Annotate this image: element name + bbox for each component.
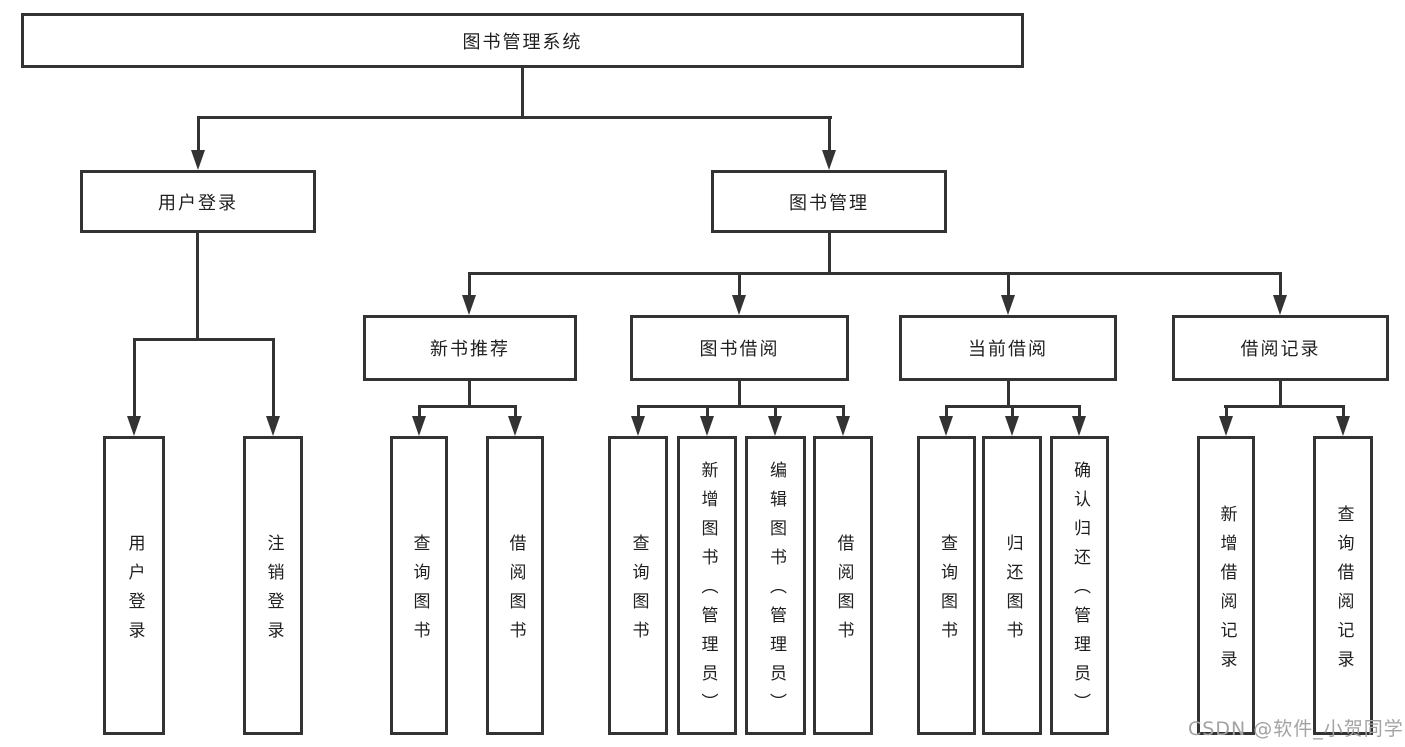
arrow-down-icon [266,416,280,436]
node-library-system-label: 图书管理系统 [462,31,583,53]
connector-arrow-shaft [636,405,640,418]
connector-hline [418,405,517,408]
connector-arrow-shaft [196,116,200,152]
arrow-down-icon [508,416,522,436]
node-book-borrowing-label: 图书借阅 [699,339,780,360]
csdn-watermark: CSDN @软件_小贺同学 [1188,718,1404,740]
connector-arrow-shaft [1006,272,1010,297]
connector-arrow-shaft [1224,405,1228,418]
arrow-down-icon [631,416,645,436]
leaf-add-borrow-record-label: 新增借阅记录 [1216,504,1237,679]
node-user-login: 用户登录 [80,170,316,233]
leaf-query-books-2-label: 查询图书 [628,533,649,650]
arrow-down-icon [1005,416,1019,436]
leaf-add-book-admin: 新增图书（管理员） [677,436,737,735]
leaf-user-login: 用户登录 [103,436,165,735]
leaf-query-books-1: 查询图书 [390,436,448,735]
arrow-down-icon [1072,416,1086,436]
arrow-down-icon [700,416,714,436]
arrow-down-icon [822,150,836,170]
node-current-borrowing-label: 当前借阅 [968,339,1048,360]
arrow-down-icon [412,416,426,436]
arrow-down-icon [768,416,782,436]
node-borrowing-records: 借阅记录 [1172,315,1389,381]
connector-vline [737,379,741,408]
arrow-down-icon [1336,416,1350,436]
arrow-down-icon [1219,416,1233,436]
arrow-down-icon [462,295,476,315]
connector-arrow-shaft [1341,405,1345,418]
connector-hline [468,272,1282,275]
connector-vline [520,66,524,119]
connector-arrow-shaft [1010,405,1014,418]
connector-vline [195,231,199,341]
leaf-borrow-books-2: 借阅图书 [813,436,873,735]
node-current-borrowing: 当前借阅 [899,315,1117,381]
connector-vline [1006,379,1010,408]
arrow-down-icon [127,416,141,436]
connector-arrow-shaft [1077,405,1081,418]
connector-arrow-shaft [705,405,709,418]
connector-arrow-shaft [1278,272,1282,297]
leaf-query-books-2: 查询图书 [608,436,668,735]
leaf-query-borrow-record-label: 查询借阅记录 [1333,504,1354,679]
connector-hline [197,116,832,119]
leaf-query-books-1-label: 查询图书 [409,533,430,650]
leaf-user-login-label: 用户登录 [124,533,145,650]
leaf-return-book-label: 归还图书 [1002,533,1023,650]
leaf-borrow-books-1-label: 借阅图书 [505,533,526,650]
arrow-down-icon [939,416,953,436]
leaf-return-book: 归还图书 [982,436,1042,735]
arrow-down-icon [732,295,746,315]
arrow-down-icon [1001,295,1015,315]
connector-arrow-shaft [773,405,777,418]
leaf-logout: 注销登录 [243,436,303,735]
leaf-add-borrow-record: 新增借阅记录 [1197,436,1255,735]
connector-hline [133,338,275,341]
leaf-query-books-3-label: 查询图书 [937,533,957,650]
leaf-add-book-admin-label: 新增图书（管理员） [697,461,718,722]
connector-arrow-shaft [944,405,948,418]
connector-vline [467,379,471,408]
leaf-edit-book-admin-label: 编辑图书（管理员） [766,461,786,722]
connector-arrow-shaft [841,405,845,418]
leaf-borrow-books-1: 借阅图书 [486,436,544,735]
node-new-book-recommend-label: 新书推荐 [430,339,510,360]
arrow-down-icon [836,416,850,436]
connector-hline [637,405,845,408]
connector-arrow-shaft [467,272,471,297]
connector-arrow-shaft [737,272,741,297]
leaf-confirm-return-admin-label: 确认归还（管理员） [1070,461,1090,722]
connector-arrow-shaft [132,338,136,418]
leaf-query-books-3: 查询图书 [917,436,976,735]
node-book-management: 图书管理 [711,170,947,233]
node-new-book-recommend: 新书推荐 [363,315,577,381]
leaf-edit-book-admin: 编辑图书（管理员） [745,436,806,735]
node-user-login-label: 用户登录 [158,192,238,214]
connector-arrow-shaft [271,338,275,418]
connector-hline [1224,405,1345,408]
node-library-system: 图书管理系统 [21,13,1024,68]
node-borrowing-records-label: 借阅记录 [1240,339,1321,360]
arrow-down-icon [191,150,205,170]
connector-arrow-shaft [827,116,831,152]
leaf-logout-label: 注销登录 [263,533,284,650]
node-book-management-label: 图书管理 [789,192,869,214]
connector-vline [1278,379,1282,408]
arrow-down-icon [1273,295,1287,315]
leaf-query-borrow-record: 查询借阅记录 [1313,436,1373,735]
leaf-borrow-books-2-label: 借阅图书 [833,533,854,650]
connector-arrow-shaft [417,405,421,418]
connector-vline [827,231,831,275]
connector-arrow-shaft [513,405,517,418]
node-book-borrowing: 图书借阅 [630,315,849,381]
leaf-confirm-return-admin: 确认归还（管理员） [1050,436,1109,735]
